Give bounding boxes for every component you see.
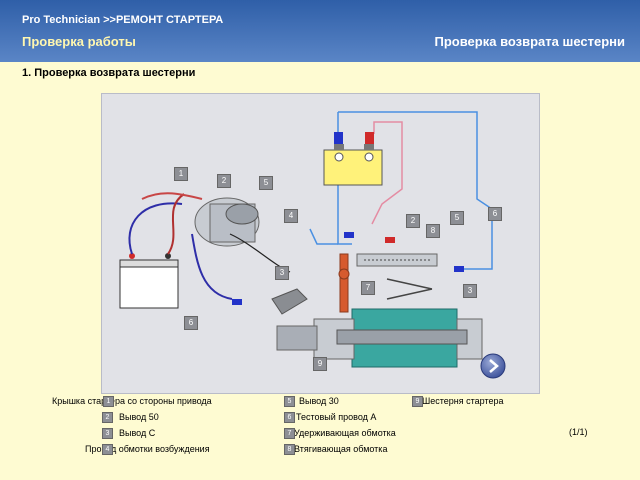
- next-button[interactable]: [480, 353, 506, 379]
- section-title: Проверка работы: [22, 34, 136, 49]
- legend-text-1: Крышка стартера со стороны привода: [52, 396, 212, 406]
- step-title: 1. Проверка возврата шестерни: [22, 67, 196, 79]
- legend-item-9: 9 Шестерня стартера: [412, 396, 504, 407]
- legend-number-6: 6: [284, 412, 295, 423]
- chevron-right-icon: [480, 353, 506, 379]
- diagram-label-2: 2: [217, 174, 231, 188]
- diagram-label-5: 5: [259, 176, 273, 190]
- legend-item-4: 4 Провод обмотки возбуждения: [85, 444, 210, 455]
- page-counter: (1/1): [569, 427, 588, 437]
- legend-text-5: Вывод 30: [299, 396, 339, 406]
- diagram-label-8: 8: [426, 224, 440, 238]
- legend-number-9: 9: [412, 396, 423, 407]
- diagram-label-9: 9: [313, 357, 327, 371]
- legend-item-6: 6 Тестовый провод A: [284, 412, 377, 423]
- diagram-label-4: 4: [284, 209, 298, 223]
- legend-text-4: Провод обмотки возбуждения: [85, 444, 210, 454]
- diagram-label-7: 7: [361, 281, 375, 295]
- legend-text-2: Вывод 50: [119, 412, 159, 422]
- legend-text-7: Удерживающая обмотка: [294, 428, 396, 438]
- starter-diagram: 1 2 5 4 6 5 2 8 3 7 3 6 9: [101, 93, 540, 394]
- diagram-label-6: 6: [488, 207, 502, 221]
- legend-number-8: 8: [284, 444, 295, 455]
- legend-text-8: Втягивающая обмотка: [294, 444, 388, 454]
- legend-number-2: 2: [102, 412, 113, 423]
- legend-number-1: 1: [103, 396, 114, 407]
- app-title: Pro Technician >>РЕМОНТ СТАРТЕРА: [22, 14, 224, 26]
- diagram-label-1: 1: [174, 167, 188, 181]
- legend-text-6: Тестовый провод A: [296, 412, 377, 422]
- legend-text-3: Вывод C: [119, 428, 156, 438]
- legend-item-1: 1 Крышка стартера со стороны привода: [52, 396, 282, 407]
- legend-item-7: 7 Удерживающая обмотка: [284, 428, 396, 439]
- legend-item-5: 5 Вывод 30: [284, 396, 339, 407]
- diagram-label-3b: 3: [463, 284, 477, 298]
- diagram-label-2b: 2: [406, 214, 420, 228]
- legend-item-3: 3 Вывод C: [102, 428, 156, 439]
- legend-item-8: 8 Втягивающая обмотка: [284, 444, 388, 455]
- legend-number-4: 4: [102, 444, 113, 455]
- legend-number-3: 3: [102, 428, 113, 439]
- diagram-label-5b: 5: [450, 211, 464, 225]
- legend-number-5: 5: [284, 396, 295, 407]
- legend-number-7: 7: [284, 428, 295, 439]
- header-bar: Pro Technician >>РЕМОНТ СТАРТЕРА Проверк…: [0, 0, 640, 63]
- subsection-title: Проверка возврата шестерни: [434, 34, 626, 49]
- legend-item-2: 2 Вывод 50: [102, 412, 159, 423]
- diagram-label-3: 3: [275, 266, 289, 280]
- diagram-illustration: [119, 111, 493, 368]
- legend-text-9: Шестерня стартера: [422, 396, 504, 406]
- diagram-label-6b: 6: [184, 316, 198, 330]
